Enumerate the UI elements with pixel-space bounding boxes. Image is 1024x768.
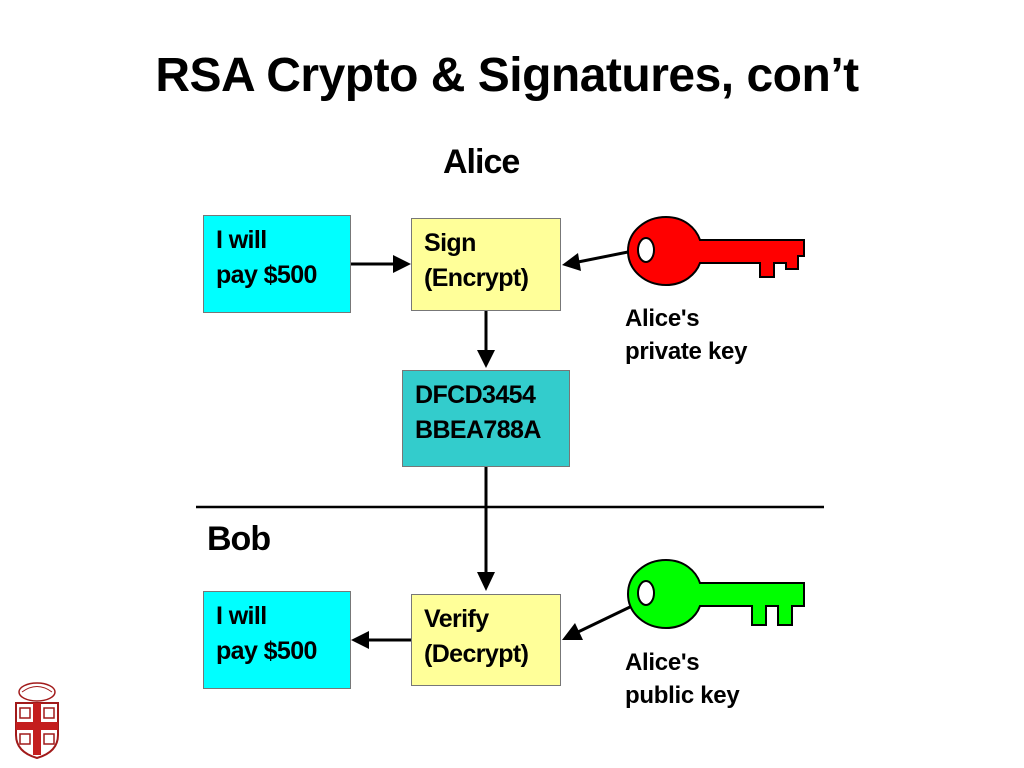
bob-message-line2: pay $500 <box>216 637 317 665</box>
arrow-privatekey-to-sign <box>562 250 629 271</box>
private-key-caption-line1: Alice's <box>625 305 700 332</box>
bob-message-box: I will pay $500 <box>203 591 351 689</box>
private-key-icon <box>626 215 805 287</box>
sign-line1: Sign <box>424 229 476 257</box>
slide-title: RSA Crypto & Signatures, con’t <box>155 49 859 102</box>
verify-line2: (Decrypt) <box>424 640 529 668</box>
bob-label: Bob <box>207 520 271 558</box>
sign-line2: (Encrypt) <box>424 264 529 292</box>
arrow-message-to-sign <box>351 255 411 273</box>
public-key-caption-line2: public key <box>625 682 740 709</box>
private-key-caption: Alice's private key <box>625 302 747 368</box>
verify-box: Verify (Decrypt) <box>411 594 561 686</box>
alice-message-line1: I will <box>216 226 267 254</box>
arrow-verify-to-message <box>351 631 411 649</box>
bob-message-line1: I will <box>216 602 267 630</box>
arrow-publickey-to-verify <box>562 605 631 640</box>
alice-label: Alice <box>443 143 520 181</box>
alice-message-box: I will pay $500 <box>203 215 351 313</box>
ciphertext-box: DFCD3454 BBEA788A <box>402 370 570 467</box>
arrow-ciphertext-to-verify <box>477 467 495 591</box>
ciphertext-line2: BBEA788A <box>415 416 541 444</box>
private-key-caption-line2: private key <box>625 338 748 365</box>
ciphertext-line1: DFCD3454 <box>415 381 536 409</box>
alice-message-line2: pay $500 <box>216 261 317 289</box>
sign-box: Sign (Encrypt) <box>411 218 561 311</box>
verify-line1: Verify <box>424 605 489 633</box>
public-key-caption: Alice's public key <box>625 646 740 712</box>
public-key-icon <box>626 558 805 630</box>
arrow-sign-to-ciphertext <box>477 311 495 368</box>
public-key-caption-line1: Alice's <box>625 649 700 676</box>
brown-university-shield-icon <box>15 682 59 760</box>
